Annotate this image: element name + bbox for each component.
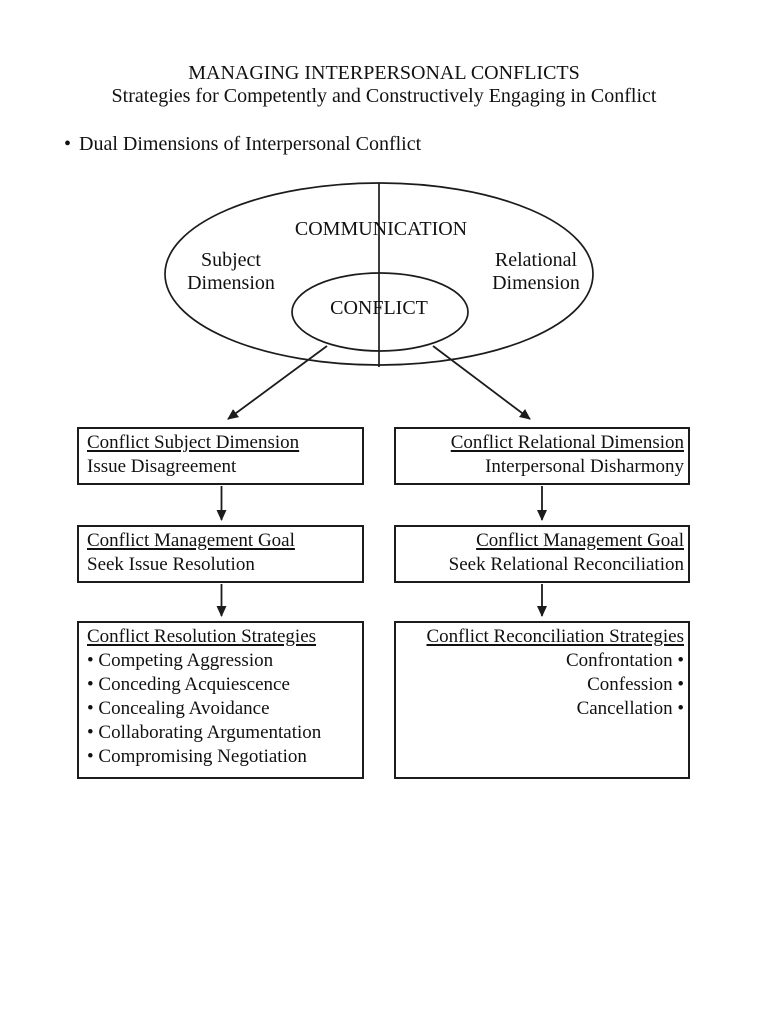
communication-label: COMMUNICATION (294, 218, 468, 240)
box-body: Interpersonal Disharmony (404, 455, 684, 479)
subject-dimension-label-line2: Dimension (187, 272, 275, 294)
strategy-list: • Competing Aggression • Conceding Acquie… (87, 649, 354, 769)
box-heading: Conflict Resolution Strategies (87, 626, 317, 647)
box-body: Seek Issue Resolution (87, 553, 354, 577)
subject-dimension-label-line1: Subject (201, 249, 261, 271)
title-block: MANAGING INTERPERSONAL CONFLICTS Strateg… (0, 62, 768, 108)
box-heading: Conflict Subject Dimension (87, 432, 300, 453)
list-item: • Collaborating Argumentation (87, 722, 322, 743)
relational-dimension-label-line1: Relational (494, 249, 578, 271)
box-body: Issue Disagreement (87, 455, 354, 479)
arrow-conflict-to-subject (227, 345, 328, 420)
box-body-line: Seek Relational Reconciliation (448, 554, 684, 575)
box-conflict-reconciliation-strategies: Conflict Reconciliation Strategies Confr… (394, 621, 690, 779)
box-body-line: Seek Issue Resolution (87, 554, 255, 575)
list-item: Confession • (587, 674, 684, 695)
list-item: • Competing Aggression (87, 650, 274, 671)
list-item: • Conceding Acquiescence (87, 674, 290, 695)
box-right-conflict-management-goal: Conflict Management Goal Seek Relational… (394, 525, 690, 583)
page-subtitle: Strategies for Competently and Construct… (111, 85, 657, 107)
list-item: • Concealing Avoidance (87, 698, 270, 719)
box-heading: Conflict Relational Dimension (450, 432, 684, 453)
box-body-line: Interpersonal Disharmony (485, 456, 684, 477)
conflict-label: CONFLICT (330, 297, 428, 319)
relational-dimension-label: Relational Dimension (492, 249, 580, 295)
box-heading: Conflict Management Goal (476, 530, 684, 551)
box-conflict-subject-dimension: Conflict Subject Dimension Issue Disagre… (77, 427, 364, 485)
box-heading: Conflict Management Goal (87, 530, 295, 551)
arrow-conflict-to-relational (432, 345, 531, 420)
relational-dimension-label-line2: Dimension (492, 272, 580, 294)
box-conflict-relational-dimension: Conflict Relational Dimension Interperso… (394, 427, 690, 485)
section-label: Dual Dimensions of Interpersonal Conflic… (79, 133, 422, 155)
box-body-line: Issue Disagreement (87, 456, 237, 477)
list-item: Cancellation • (576, 698, 684, 719)
list-item: • Compromising Negotiation (87, 746, 307, 767)
box-conflict-resolution-strategies: Conflict Resolution Strategies • Competi… (77, 621, 364, 779)
strategy-list: Confrontation • Confession • Cancellation … (404, 649, 684, 721)
list-item: Confrontation • (566, 650, 684, 671)
box-left-conflict-management-goal: Conflict Management Goal Seek Issue Reso… (77, 525, 364, 583)
page-title: MANAGING INTERPERSONAL CONFLICTS (188, 62, 580, 84)
section-heading: • Dual Dimensions of Interpersonal Confli… (64, 133, 421, 156)
box-body: Seek Relational Reconciliation (404, 553, 684, 577)
bullet-icon: • (64, 133, 72, 155)
box-heading: Conflict Reconciliation Strategies (426, 626, 685, 647)
subject-dimension-label: Subject Dimension (187, 249, 275, 295)
